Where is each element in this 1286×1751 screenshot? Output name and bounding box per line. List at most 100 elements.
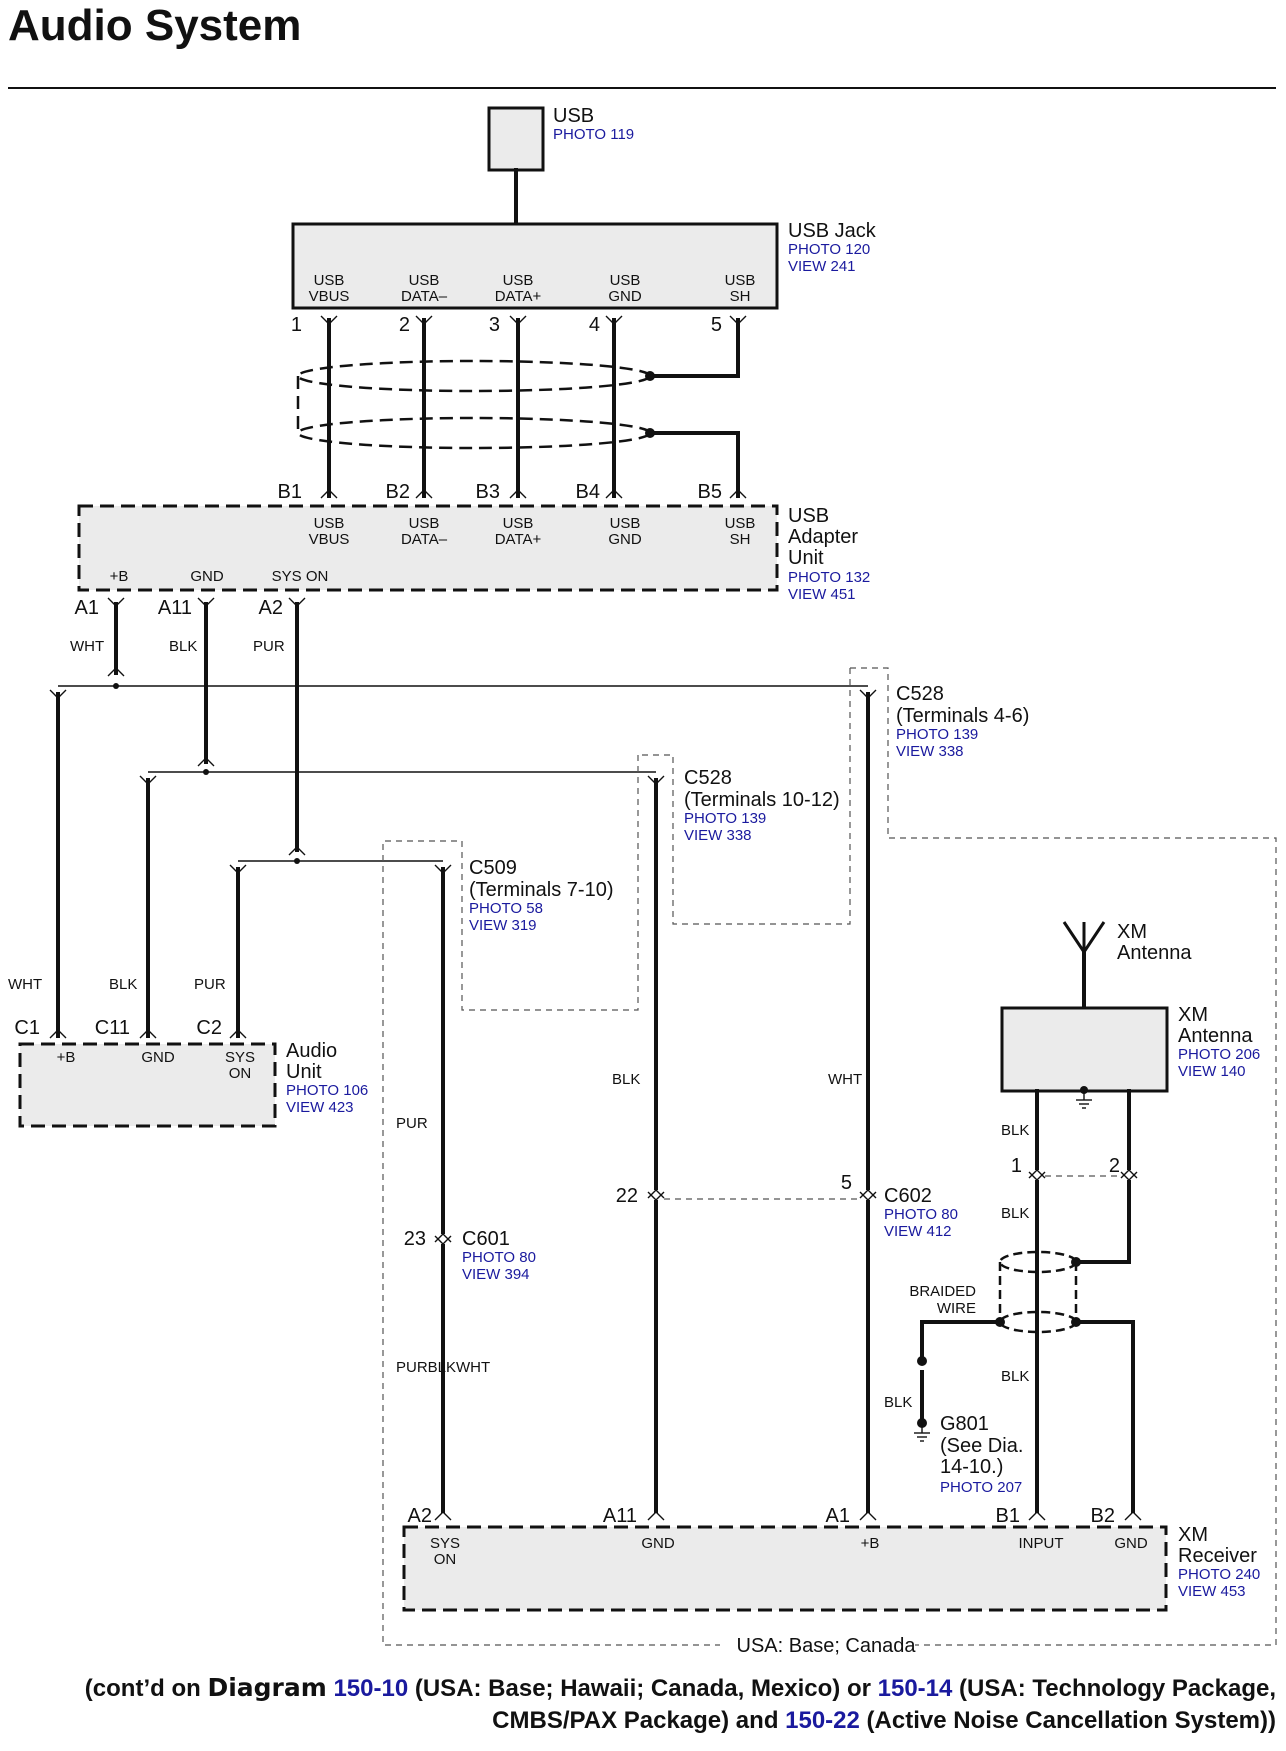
c602-pin-right: 5 — [841, 1172, 852, 1194]
pur-wire-label: PUR — [396, 1115, 428, 1132]
c602-name: C602 — [884, 1185, 932, 1207]
c602-connector: 22 5 C602 PHOTO 80 VIEW 412 — [616, 1172, 958, 1240]
braided-wire-2: WIRE — [937, 1300, 976, 1317]
audio-pin-c1: C1 — [14, 1017, 40, 1039]
usb-adapter-box — [77, 504, 779, 592]
c509-terminals: (Terminals 7-10) — [469, 879, 613, 901]
adapter-name-2: Adapter — [788, 526, 858, 548]
adapter-pin-a2: A2 — [259, 597, 283, 619]
adapter-a11-label: GND — [190, 568, 224, 585]
blk-wire-label: BLK — [612, 1071, 640, 1088]
usb-cable-shield — [296, 359, 655, 450]
adapter-name-3: Unit — [788, 547, 824, 569]
xmr-photo: PHOTO 240 — [1178, 1566, 1260, 1583]
audio-c2-label-2: ON — [229, 1065, 252, 1082]
audio-pin-c2: C2 — [196, 1017, 222, 1039]
audio-unit-wire-colors: WHT BLK PUR — [8, 976, 226, 993]
c528b-photo: PHOTO 139 — [684, 810, 766, 827]
c601-pin: 23 — [404, 1228, 426, 1250]
c602-pin-left: 22 — [616, 1185, 638, 1207]
audio-c1-label: +B — [57, 1049, 76, 1066]
jack-pin-4-num: 4 — [589, 314, 600, 336]
blk-bus — [148, 769, 656, 775]
diagram-link-150-10[interactable]: 150-10 — [333, 1675, 409, 1702]
c528a-terminals: (Terminals 4-6) — [896, 705, 1029, 727]
braided-shield — [995, 1250, 1081, 1334]
xmr-pin-b1: B1 — [996, 1505, 1020, 1527]
c602-view: VIEW 412 — [884, 1223, 952, 1240]
audio-unit-photo: PHOTO 106 — [286, 1082, 368, 1099]
c509-view: VIEW 319 — [469, 917, 537, 934]
c528-terminals-4-6: C528 (Terminals 4-6) PHOTO 139 VIEW 338 — [896, 683, 1029, 760]
jack-pin-4-l2: GND — [608, 288, 642, 305]
xm-antenna-photo: PHOTO 206 — [1178, 1046, 1260, 1063]
continuation-text-4: CMBS/PAX Package) and — [492, 1707, 786, 1734]
usb-jack: USB Jack PHOTO 120 VIEW 241 USB VBUS USB… — [291, 220, 877, 336]
jack-pin-5-l1: USB — [725, 272, 756, 289]
jack-pin-1-num: 1 — [291, 314, 302, 336]
continuation-text-2: (USA: Base; Hawaii; Canada, Mexico) or — [408, 1675, 878, 1702]
usb-jack-box — [291, 222, 779, 310]
c528b-view: VIEW 338 — [684, 827, 752, 844]
continuation-prefix: (cont’d on — [84, 1675, 208, 1702]
usb-box — [487, 106, 545, 172]
xmr-pin-b2: B2 — [1091, 1505, 1115, 1527]
adapter-a2-wire: PUR — [253, 638, 285, 655]
adapter-trunk-wires — [114, 602, 299, 852]
diagram-link-150-22[interactable]: 150-22 — [785, 1707, 860, 1734]
adapter-b3-l1: USB — [503, 515, 534, 532]
xm-antenna-name-1: XM — [1178, 1004, 1208, 1026]
c509-terminals-7-10: C509 (Terminals 7-10) PHOTO 58 VIEW 319 — [469, 857, 613, 934]
c528a-photo: PHOTO 139 — [896, 726, 978, 743]
c602-photo: PHOTO 80 — [884, 1206, 958, 1223]
bus-drop-chevrons — [49, 689, 877, 874]
audio-unit-box — [18, 1042, 277, 1128]
usb-photo: PHOTO 119 — [553, 126, 634, 143]
adapter-a2-label: SYS ON — [272, 568, 329, 585]
adapter-pin-b1: B1 — [278, 481, 302, 503]
wht-bus — [58, 683, 868, 689]
adapter-b2-l1: USB — [409, 515, 440, 532]
usb-device: USB PHOTO 119 — [487, 105, 634, 226]
c601-photo: PHOTO 80 — [462, 1249, 536, 1266]
antenna-cable-wires — [920, 1089, 1135, 1513]
xm-antenna-symbol: XM Antenna — [1062, 921, 1192, 1010]
au-c2-wire: PUR — [194, 976, 226, 993]
au-c1-wire: WHT — [8, 976, 42, 993]
g801-line1: (See Dia. — [940, 1435, 1023, 1457]
adapter-photo: PHOTO 132 — [788, 569, 870, 586]
c601-name: C601 — [462, 1228, 510, 1250]
xmr-a1-label: +B — [861, 1535, 880, 1552]
continuation-note: (cont’d on Diagram 150-10 (USA: Base; Ha… — [0, 1672, 1286, 1737]
adapter-pin-a1: A1 — [75, 597, 99, 619]
audio-unit-name-2: Unit — [286, 1061, 322, 1083]
xm-receiver: A2 A11 A1 B1 B2 SYS ON GND +B INPUT GND … — [402, 1505, 1260, 1612]
adapter-b2-l2: DATA– — [401, 531, 448, 548]
jack-pin-1-l1: USB — [314, 272, 345, 289]
diagram-link-150-14[interactable]: 150-14 — [877, 1675, 953, 1702]
au-c11-wire: BLK — [109, 976, 137, 993]
xm-receiver-feed-wires — [441, 692, 870, 1513]
xm-antenna-unit: XM Antenna PHOTO 206 VIEW 140 — [1000, 1004, 1260, 1109]
xm-antenna-name-2: Antenna — [1178, 1025, 1253, 1047]
g801-photo: PHOTO 207 — [940, 1479, 1022, 1496]
ant-blk-1: BLK — [1001, 1122, 1029, 1139]
antenna-wire-colors: BLK BLK BLK BLK BRAIDED WIRE — [884, 1122, 1029, 1411]
ant-blk-2: BLK — [1001, 1205, 1029, 1222]
xmr-b2-label: GND — [1114, 1535, 1148, 1552]
c509-name: C509 — [469, 857, 517, 879]
page-title: Audio System — [8, 1, 302, 50]
xmr-pin-a11: A11 — [603, 1505, 637, 1527]
adapter-b4-l1: USB — [610, 515, 641, 532]
audio-unit: C1 C11 C2 +B GND SYS ON Audio Unit PHOTO… — [14, 1017, 368, 1128]
jack-pin-3-l2: DATA+ — [495, 288, 542, 305]
pur-bus — [238, 858, 443, 864]
adapter-b1-l1: USB — [314, 515, 345, 532]
adapter-a1-wire: WHT — [70, 638, 104, 655]
adapter-view: VIEW 451 — [788, 586, 856, 603]
audio-unit-view: VIEW 423 — [286, 1099, 354, 1116]
usb-jack-name: USB Jack — [788, 220, 877, 242]
adapter-b5-l1: USB — [725, 515, 756, 532]
xmr-pin-a2: A2 — [408, 1505, 432, 1527]
